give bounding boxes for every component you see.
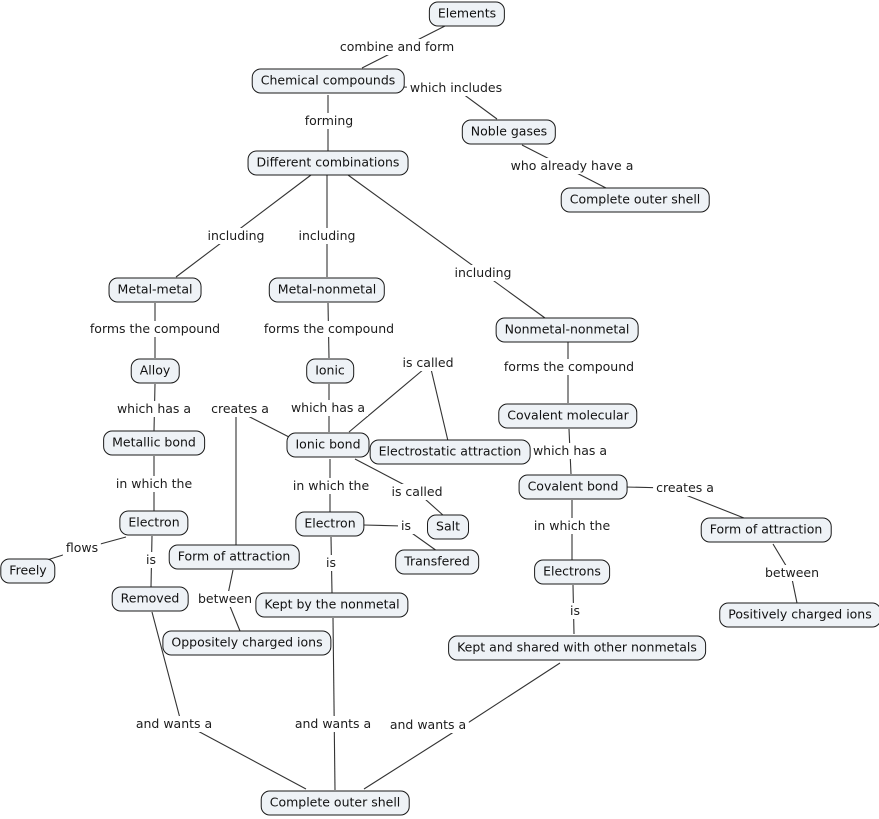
node-metal-nonmetal[interactable]: Metal-nonmetal <box>268 277 386 303</box>
node-freely[interactable]: Freely <box>0 558 56 584</box>
node-covalent-bond[interactable]: Covalent bond <box>518 474 628 500</box>
link-label-creates-a-right[interactable]: creates a <box>653 480 717 496</box>
link-label-and-wants-a-left[interactable]: and wants a <box>132 716 216 732</box>
edge-kept-by-nonmetal-complete-outer-shell <box>332 617 336 791</box>
node-form-of-attraction-right[interactable]: Form of attraction <box>700 517 832 543</box>
node-transfered[interactable]: Transfered <box>395 549 479 575</box>
link-label-is-called-upper[interactable]: is called <box>399 355 457 371</box>
node-complete-outer-shell-bottom[interactable]: Complete outer shell <box>260 790 410 816</box>
link-label-forms-the-compound-mid[interactable]: forms the compound <box>260 321 398 337</box>
link-label-in-which-the-right[interactable]: in which the <box>530 518 614 534</box>
node-ionic-bond[interactable]: Ionic bond <box>286 432 370 458</box>
edge-different-combinations-metal-metal <box>175 174 312 278</box>
node-nonmetal-nonmetal[interactable]: Nonmetal-nonmetal <box>495 317 639 343</box>
link-label-forming[interactable]: forming <box>301 113 357 129</box>
node-kept-by-the-nonmetal[interactable]: Kept by the nonmetal <box>255 592 409 618</box>
link-label-is-mid[interactable]: is <box>323 555 339 571</box>
node-different-combinations[interactable]: Different combinations <box>247 150 409 176</box>
link-label-creates-a-mid[interactable]: creates a <box>208 401 272 417</box>
edge-is-called-ionic-bond <box>348 368 425 433</box>
node-complete-outer-shell-top[interactable]: Complete outer shell <box>560 187 710 213</box>
node-removed[interactable]: Removed <box>111 586 189 612</box>
link-label-including-right[interactable]: including <box>451 265 515 281</box>
node-oppositely-charged-ions[interactable]: Oppositely charged ions <box>162 630 332 656</box>
link-label-which-includes[interactable]: which includes <box>406 80 506 96</box>
node-electrons[interactable]: Electrons <box>534 559 610 585</box>
edge-creates-a-ionic-bond <box>243 413 290 438</box>
node-metallic-bond[interactable]: Metallic bond <box>103 430 205 456</box>
node-noble-gases[interactable]: Noble gases <box>461 119 557 145</box>
node-ionic[interactable]: Ionic <box>306 358 354 384</box>
node-salt[interactable]: Salt <box>427 514 469 540</box>
link-label-is-right[interactable]: is <box>567 603 583 619</box>
link-label-is-left[interactable]: is <box>143 552 159 568</box>
link-label-combine-and-form[interactable]: combine and form <box>336 39 458 55</box>
node-form-of-attraction-mid[interactable]: Form of attraction <box>168 544 300 570</box>
node-electron-left[interactable]: Electron <box>119 510 189 536</box>
link-label-including-mid[interactable]: including <box>295 228 359 244</box>
node-metal-metal[interactable]: Metal-metal <box>108 277 202 303</box>
link-label-and-wants-a-mid[interactable]: and wants a <box>291 716 375 732</box>
link-label-which-has-a-left[interactable]: which has a <box>113 401 195 417</box>
node-covalent-molecular[interactable]: Covalent molecular <box>498 403 638 429</box>
link-label-between-right[interactable]: between <box>761 565 823 581</box>
edge-is-called-electrostatic-attraction <box>430 368 449 442</box>
link-label-including-left[interactable]: including <box>204 228 268 244</box>
node-chemical-compounds[interactable]: Chemical compounds <box>251 68 405 94</box>
node-electrostatic-attraction[interactable]: Electrostatic attraction <box>369 439 531 465</box>
node-elements[interactable]: Elements <box>428 1 506 27</box>
link-label-in-which-the-mid[interactable]: in which the <box>289 478 373 494</box>
edge-different-combinations-nonmetal-nonmetal <box>347 174 546 319</box>
link-label-flows[interactable]: flows <box>62 540 102 556</box>
link-label-forms-the-compound-right[interactable]: forms the compound <box>500 359 638 375</box>
link-label-which-has-a-mid[interactable]: which has a <box>287 400 369 416</box>
link-label-which-has-a-right[interactable]: which has a <box>529 443 611 459</box>
link-label-and-wants-a-right[interactable]: and wants a <box>386 717 470 733</box>
node-alloy[interactable]: Alloy <box>130 358 180 384</box>
link-label-forms-the-compound-left[interactable]: forms the compound <box>86 321 224 337</box>
node-electron-mid[interactable]: Electron <box>295 511 365 537</box>
link-label-who-already-have-a[interactable]: who already have a <box>507 158 637 174</box>
link-label-between-mid[interactable]: between <box>194 591 256 607</box>
link-label-is-called-mid[interactable]: is called <box>388 484 446 500</box>
link-label-is-electron-transfered[interactable]: is <box>398 518 414 534</box>
node-kept-and-shared[interactable]: Kept and shared with other nonmetals <box>448 635 706 661</box>
node-positively-charged-ions[interactable]: Positively charged ions <box>719 602 879 628</box>
link-label-in-which-the-left[interactable]: in which the <box>112 476 196 492</box>
